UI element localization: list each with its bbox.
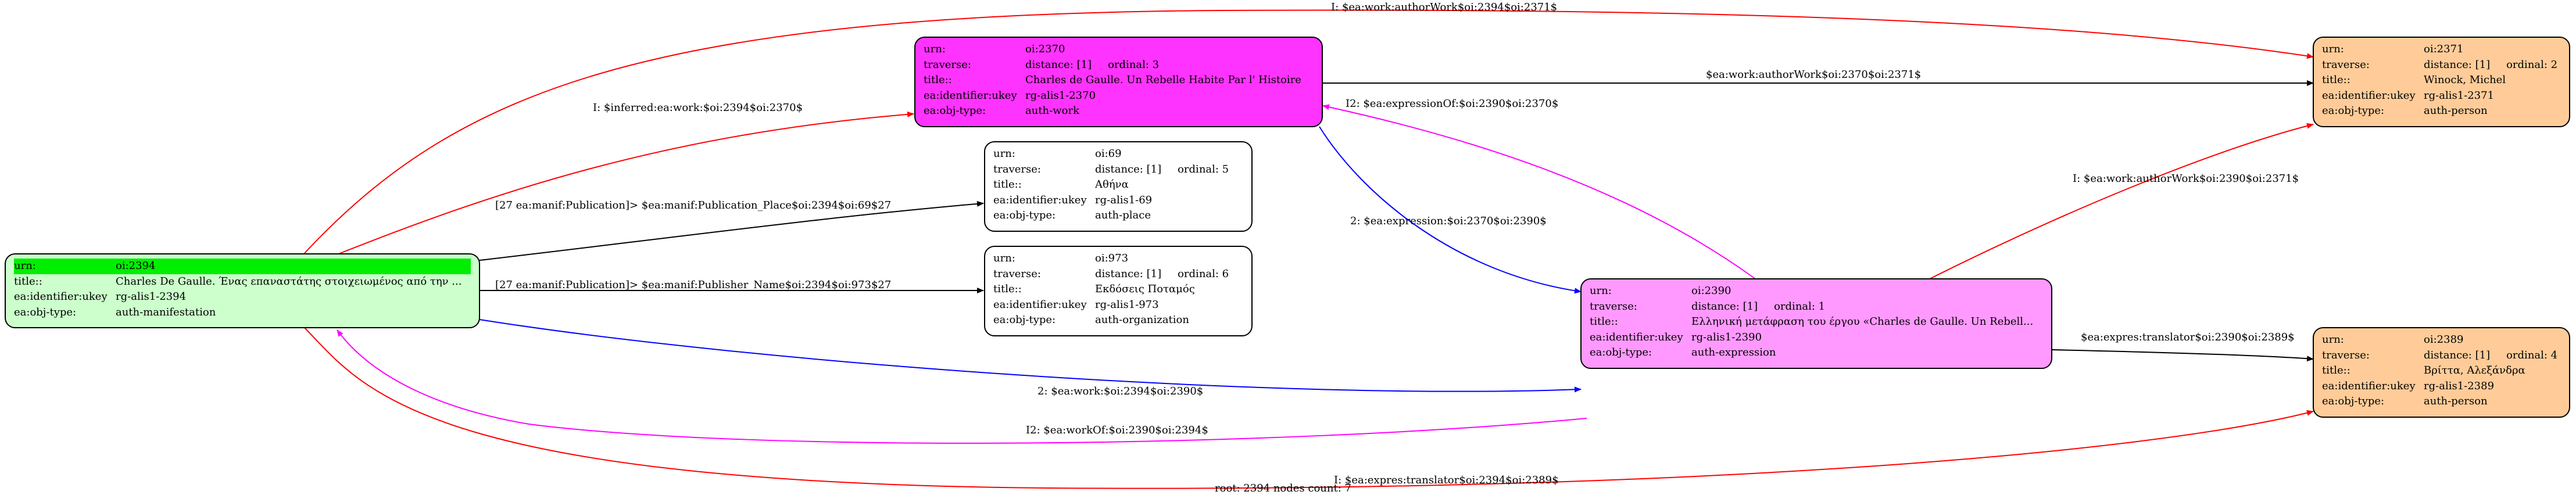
node-type-row: ea:obj-type:auth-person bbox=[2322, 105, 2488, 117]
node-urn-row: urn:oi:2389 bbox=[2322, 333, 2464, 346]
edge-work bbox=[479, 319, 1582, 393]
edge-label-publisher: [27 ea:manif:Publication]> $ea:manif:Pub… bbox=[495, 279, 892, 291]
node-type-row: ea:obj-type:auth-expression bbox=[1590, 346, 1776, 358]
node-title-row: title::Βρίττα, Αλεξάνδρα bbox=[2322, 364, 2525, 376]
edge-label-place: [27 ea:manif:Publication]> $ea:manif:Pub… bbox=[495, 199, 892, 211]
edge-label-work: 2: $ea:work:$oi:2394$oi:2390$ bbox=[1037, 385, 1204, 397]
node-type-row: ea:obj-type:auth-person bbox=[2322, 395, 2488, 407]
node-urn-row: urn:oi:973 bbox=[993, 252, 1129, 264]
node-traverse-row: traverse:distance: [1]ordinal: 6 bbox=[993, 267, 1229, 280]
node-title-row: title::Αθήνα bbox=[993, 178, 1129, 191]
node-title-row: title::Ελληνική μετάφραση του έργου «Cha… bbox=[1590, 315, 2034, 328]
edge-workOf bbox=[337, 329, 1587, 444]
node-oi-2394[interactable]: urn:oi:2394 title::Charles De Gaulle. Έν… bbox=[5, 253, 480, 328]
node-traverse-row: traverse:distance: [1]ordinal: 1 bbox=[1590, 300, 1826, 313]
node-traverse-row: traverse:distance: [1]ordinal: 2 bbox=[2322, 58, 2558, 71]
edge-expressionOf bbox=[1322, 104, 1756, 279]
graph-footer: root: 2394 nodes count: 7 bbox=[1215, 482, 1351, 494]
node-type-row: ea:obj-type:auth-manifestation bbox=[14, 306, 216, 318]
edge-label-expressionOf: I2: $ea:expressionOf:$oi:2390$oi:2370$ bbox=[1346, 98, 1559, 110]
node-urn-row: urn:oi:69 bbox=[993, 148, 1122, 160]
node-title-row: title::Εκδόσεις Ποταμός bbox=[993, 283, 1195, 295]
edge-label-inferred-2394-2370: I: $inferred:ea:work:$oi:2394$oi:2370$ bbox=[593, 102, 803, 114]
edge-translator-2390-2389 bbox=[2051, 349, 2314, 362]
edge-expression bbox=[1319, 126, 1582, 294]
node-oi-2390[interactable]: urn:oi:2390 traverse:distance: [1]ordina… bbox=[1580, 278, 2052, 369]
node-urn-row: urn:oi:2371 bbox=[2322, 43, 2464, 55]
edge-inferred-2394-2370 bbox=[331, 111, 914, 257]
node-title-row: title::Charles de Gaulle. Un Rebelle Hab… bbox=[924, 74, 1301, 86]
node-urn-row: urn:oi:2390 bbox=[1590, 285, 1731, 297]
node-traverse-row: traverse:distance: [1]ordinal: 3 bbox=[924, 58, 1160, 71]
node-oi-973[interactable]: urn:oi:973 traverse:distance: [1]ordinal… bbox=[984, 246, 1253, 336]
edge-label-expression: 2: $ea:expression:$oi:2370$oi:2390$ bbox=[1350, 215, 1547, 227]
edge-label-author-2370-2371: $ea:work:authorWork$oi:2370$oi:2371$ bbox=[1706, 69, 1922, 81]
node-urn-row: urn:oi:2394 bbox=[14, 259, 471, 274]
edge-translator-2394-2389 bbox=[302, 325, 2314, 489]
node-oi-69[interactable]: urn:oi:69 traverse:distance: [1]ordinal:… bbox=[984, 141, 1253, 232]
edge-place bbox=[479, 200, 984, 261]
edge-label-workOf: I2: $ea:workOf:$oi:2390$oi:2394$ bbox=[1026, 424, 1208, 436]
edge-author-2390-2371 bbox=[1929, 123, 2314, 279]
node-type-row: ea:obj-type:auth-organization bbox=[993, 314, 1189, 326]
edge-label-author-2394-2371: I: $ea:work:authorWork$oi:2394$oi:2371$ bbox=[1331, 1, 1558, 13]
node-urn-row: urn:oi:2370 bbox=[924, 43, 1065, 55]
edge-label-translator-2390-2389: $ea:expres:translator$oi:2390$oi:2389$ bbox=[2081, 331, 2295, 343]
node-title-row: title::Winock, Michel bbox=[2322, 74, 2506, 86]
node-traverse-row: traverse:distance: [1]ordinal: 4 bbox=[2322, 349, 2558, 361]
edge-label-translator-2394-2389: I: $ea:expres:translator$oi:2394$oi:2389… bbox=[1334, 474, 1559, 486]
node-type-row: ea:obj-type:auth-work bbox=[924, 105, 1079, 117]
node-type-row: ea:obj-type:auth-place bbox=[993, 209, 1151, 221]
node-traverse-row: traverse:distance: [1]ordinal: 5 bbox=[993, 163, 1229, 175]
edge-author-2394-2371 bbox=[302, 9, 2314, 256]
node-title-row: title::Charles De Gaulle. Ένας επαναστάτ… bbox=[14, 275, 462, 288]
node-oi-2370[interactable]: urn:oi:2370 traverse:distance: [1]ordina… bbox=[914, 37, 1323, 127]
node-oi-2389[interactable]: urn:oi:2389 traverse:distance: [1]ordina… bbox=[2313, 327, 2570, 418]
edge-label-author-2390-2371: I: $ea:work:authorWork$oi:2390$oi:2371$ bbox=[2073, 173, 2299, 185]
node-oi-2371[interactable]: urn:oi:2371 traverse:distance: [1]ordina… bbox=[2313, 37, 2570, 127]
